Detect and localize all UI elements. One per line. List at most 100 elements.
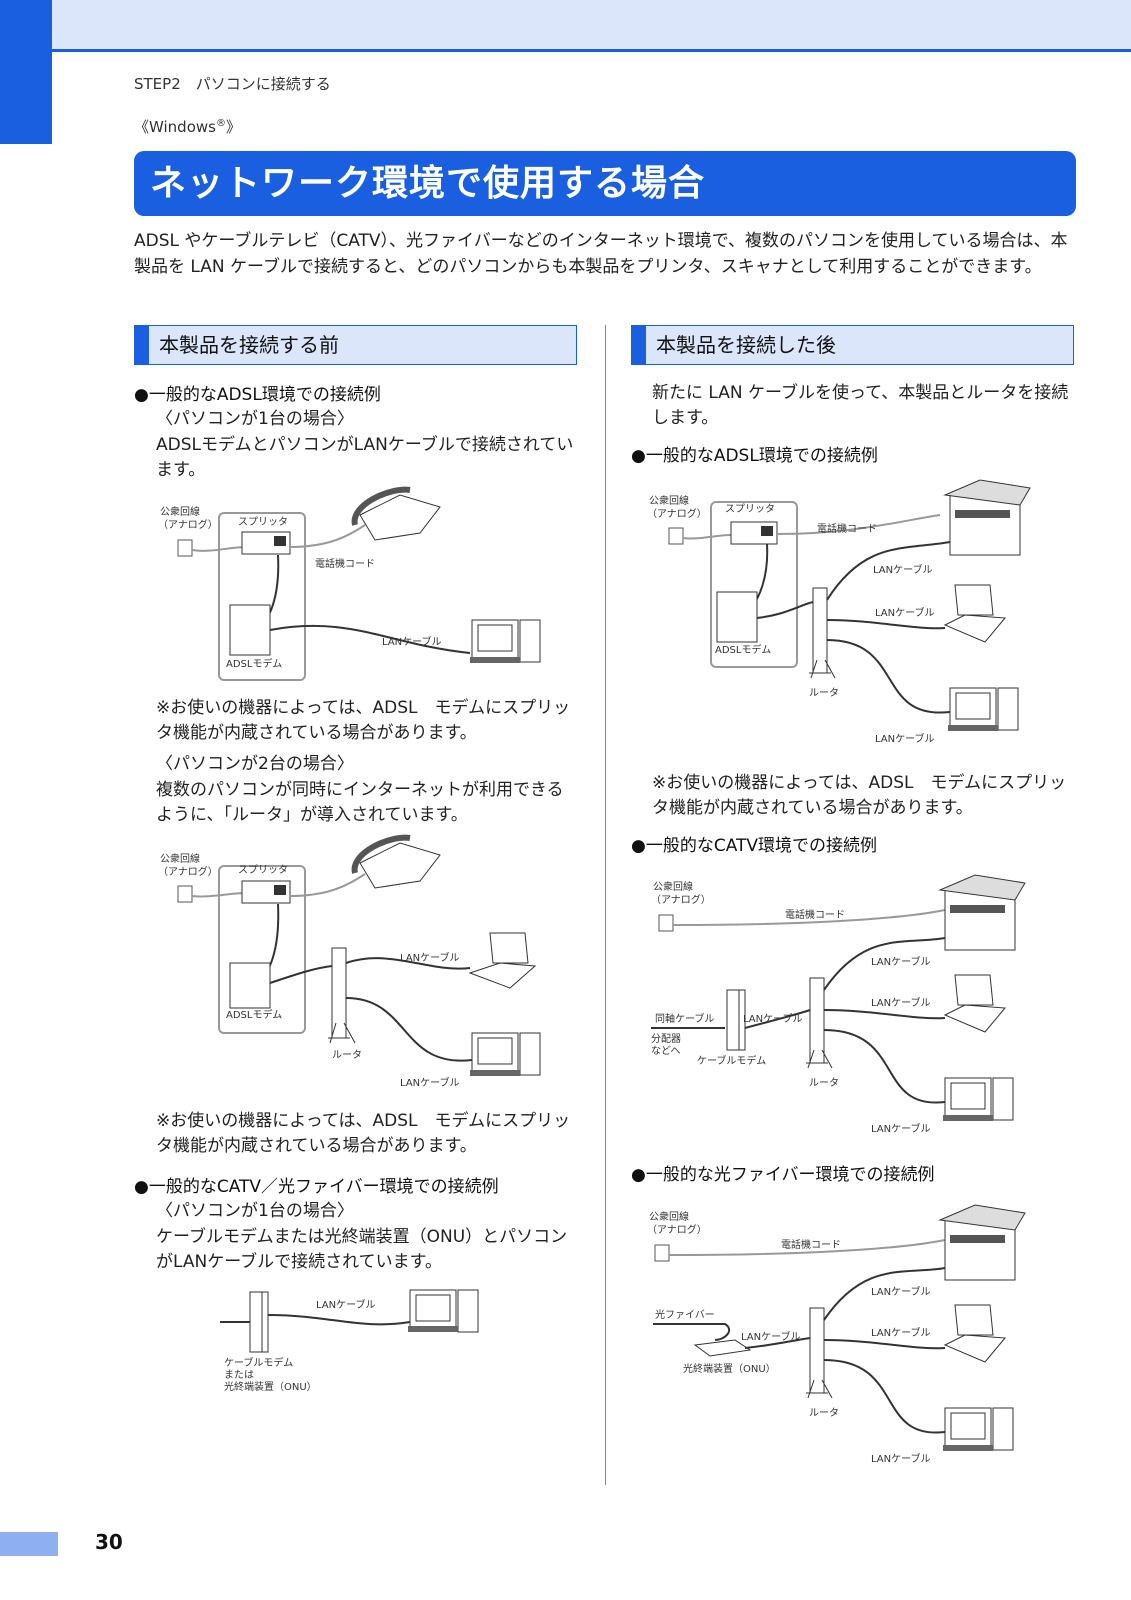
router-icon — [809, 587, 836, 679]
svg-text:LANケーブル: LANケーブル — [871, 1285, 931, 1298]
desktop-pc-icon — [408, 1289, 479, 1333]
svg-text:LANケーブル: LANケーブル — [316, 1298, 376, 1311]
diagram-adsl-two-pc: 公衆回線 （アナログ） スプリッタ ADSLモデム ルータ LANケーブル LA… — [158, 834, 541, 1089]
svg-text:分配器: 分配器 — [651, 1033, 681, 1045]
laptop-icon — [943, 1304, 1007, 1363]
telephone-icon — [351, 834, 441, 889]
left-text-catv: ケーブルモデムまたは光終端装置（ONU）とパソコンがLANケーブルで接続されてい… — [156, 1227, 568, 1272]
svg-text:公衆回線: 公衆回線 — [649, 494, 689, 507]
printer-icon — [938, 1204, 1026, 1281]
right-intro: 新たに LAN ケーブルを使って、本製品とルータを接続します。 — [652, 383, 1069, 428]
diagram-catv-one-pc: LANケーブル ケーブルモデム または 光終端装置（ONU） — [220, 1289, 479, 1393]
right-bullet-adsl: ●一般的なADSL環境での接続例 — [631, 446, 878, 466]
svg-text:LANケーブル: LANケーブル — [871, 996, 931, 1009]
svg-text:（アナログ）: （アナログ） — [647, 507, 707, 520]
label-koushu: 公衆回線 — [160, 505, 200, 518]
svg-text:ルータ: ルータ — [809, 1077, 839, 1089]
svg-text:公衆回線: 公衆回線 — [649, 1210, 689, 1223]
adsl-modem-icon — [229, 604, 271, 656]
svg-text:光終端装置（ONU）: 光終端装置（ONU） — [224, 1380, 317, 1393]
telephone-icon — [351, 486, 441, 541]
svg-text:電話機コード: 電話機コード — [781, 1238, 841, 1251]
svg-text:LANケーブル: LANケーブル — [873, 563, 933, 576]
svg-text:LANケーブル: LANケーブル — [400, 1076, 460, 1089]
right-section-heading: 本製品を接続した後 — [631, 325, 1074, 365]
intro-text: ADSL やケーブルテレビ（CATV）、光ファイバーなどのインターネット環境で、… — [134, 231, 1068, 277]
svg-text:光終端装置（ONU）: 光終端装置（ONU） — [683, 1362, 776, 1375]
label-denwa: 電話機コード — [315, 557, 375, 570]
svg-text:ルータ: ルータ — [809, 1407, 839, 1419]
svg-text:スプリッタ: スプリッタ — [238, 864, 288, 876]
left-text-two-pc: 複数のパソコンが同時にインターネットが利用できるように、「ルータ」が導入されてい… — [156, 780, 564, 825]
label-analog: （アナログ） — [158, 518, 218, 531]
svg-text:ADSLモデム: ADSLモデム — [715, 643, 771, 656]
adsl-modem-icon — [229, 962, 271, 1009]
cable-modem-icon — [249, 1291, 263, 1353]
laptop-icon — [468, 932, 537, 989]
svg-text:LANケーブル: LANケーブル — [871, 1452, 931, 1465]
printer-icon — [943, 479, 1031, 556]
wall-jack-icon — [177, 539, 193, 557]
cable-modem-icon — [726, 989, 740, 1051]
left-sub-catv: 〈パソコンが1台の場合〉 — [156, 1201, 354, 1221]
desktop-pc-icon — [470, 1032, 541, 1076]
svg-text:（アナログ）: （アナログ） — [158, 865, 218, 878]
left-note-2: ※お使いの機器によっては、ADSL モデムにスプリッタ機能が内蔵されている場合が… — [156, 1111, 571, 1156]
svg-text:同軸ケーブル: 同軸ケーブル — [655, 1012, 714, 1025]
right-bullet-fiber: ●一般的な光ファイバー環境での接続例 — [631, 1165, 935, 1185]
right-note-1: ※お使いの機器によっては、ADSL モデムにスプリッタ機能が内蔵されている場合が… — [652, 773, 1067, 818]
top-bar — [0, 0, 1131, 52]
adsl-modem-icon — [716, 591, 758, 643]
diagram-after-catv: 公衆回線 （アナログ） 電話機コード 同軸ケーブル 分配器 などへ ケーブルモデ… — [651, 874, 1026, 1135]
desktop-pc-icon — [948, 687, 1019, 731]
svg-text:（アナログ）: （アナログ） — [651, 893, 711, 906]
svg-text:LANケーブル: LANケーブル — [741, 1330, 801, 1343]
desktop-pc-icon — [470, 619, 541, 663]
onu-icon — [693, 1339, 752, 1357]
label-splitter: スプリッタ — [238, 516, 288, 528]
laptop-icon — [943, 974, 1007, 1033]
diagram-after-adsl: 公衆回線 （アナログ） スプリッタ 電話機コード ADSLモデム ルータ LAN… — [647, 479, 1031, 745]
left-section-heading: 本製品を接続する前 — [134, 325, 577, 365]
left-sub-one-pc: 〈パソコンが1台の場合〉 — [156, 409, 354, 429]
router-icon — [806, 977, 833, 1069]
page-title: ネットワーク環境で使用する場合 — [134, 151, 1076, 216]
svg-text:LANケーブル: LANケーブル — [743, 1012, 803, 1025]
svg-text:LANケーブル: LANケーブル — [875, 732, 935, 745]
svg-text:ルータ: ルータ — [809, 687, 839, 699]
os-label: 《Windows®》 — [134, 118, 241, 136]
diagram-adsl-one-pc: 公衆回線 （アナログ） スプリッタ 電話機コード LANケーブル ADSLモデム — [158, 486, 541, 681]
svg-text:ケーブルモデム: ケーブルモデム — [697, 1054, 766, 1067]
column-divider — [605, 325, 606, 1485]
svg-text:光ファイバー: 光ファイバー — [655, 1308, 715, 1321]
router-icon — [328, 947, 356, 1044]
left-note-1: ※お使いの機器によっては、ADSL モデムにスプリッタ機能が内蔵されている場合が… — [156, 698, 571, 743]
page-number-bar — [0, 1532, 58, 1556]
svg-text:LANケーブル: LANケーブル — [400, 951, 460, 964]
label-adsl-modem: ADSLモデム — [226, 657, 282, 670]
svg-text:公衆回線: 公衆回線 — [160, 852, 200, 865]
router-icon — [806, 1307, 833, 1399]
svg-text:LANケーブル: LANケーブル — [871, 1326, 931, 1339]
step-title: STEP2 パソコンに接続する — [134, 75, 331, 93]
desktop-pc-icon — [943, 1077, 1014, 1121]
svg-text:LANケーブル: LANケーブル — [875, 606, 935, 619]
svg-text:LANケーブル: LANケーブル — [871, 1122, 931, 1135]
left-bullet-adsl: ●一般的なADSL環境での接続例 — [134, 385, 381, 405]
laptop-icon — [943, 584, 1007, 643]
printer-icon — [938, 874, 1026, 951]
left-text-one-pc: ADSLモデムとパソコンがLANケーブルで接続されています。 — [156, 435, 574, 480]
svg-text:ケーブルモデム: ケーブルモデム — [224, 1356, 293, 1369]
diagram-after-fiber: 公衆回線 （アナログ） 電話機コード 光ファイバー 光終端装置（ONU） LAN… — [647, 1204, 1026, 1465]
svg-text:電話機コード: 電話機コード — [817, 522, 877, 535]
svg-text:または: または — [224, 1369, 254, 1381]
right-bullet-catv: ●一般的なCATV環境での接続例 — [631, 836, 878, 856]
svg-text:LANケーブル: LANケーブル — [871, 955, 931, 968]
svg-text:ADSLモデム: ADSLモデム — [226, 1008, 282, 1021]
svg-text:（アナログ）: （アナログ） — [647, 1223, 707, 1236]
label-lan: LANケーブル — [382, 635, 442, 648]
svg-text:スプリッタ: スプリッタ — [725, 503, 775, 515]
page-number: 30 — [95, 1530, 123, 1554]
svg-text:ルータ: ルータ — [332, 1049, 362, 1061]
svg-text:電話機コード: 電話機コード — [785, 908, 845, 921]
